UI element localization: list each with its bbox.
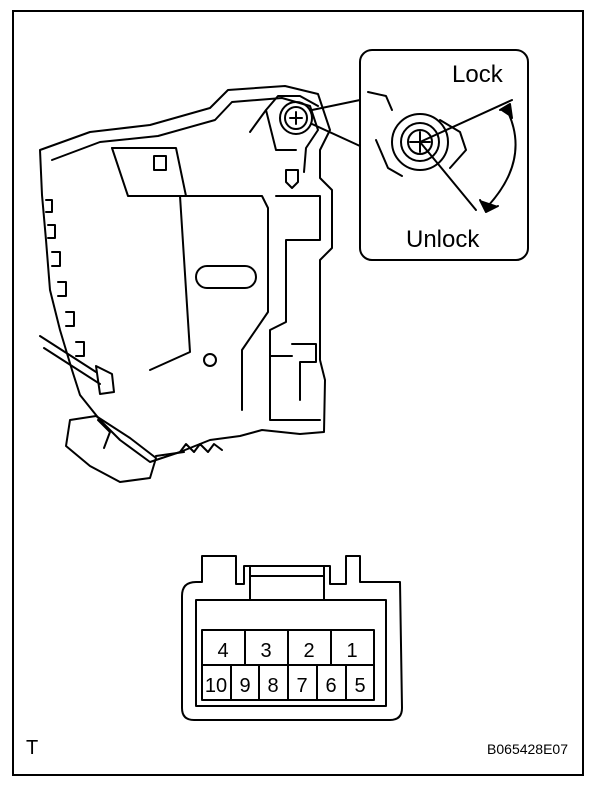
lock-housing-rim — [51, 97, 319, 173]
arrow-head-lock — [499, 103, 513, 119]
terminal-number: 3 — [260, 640, 271, 662]
rotation-arc — [487, 111, 517, 207]
connector-drawing — [181, 555, 403, 721]
control-cable — [39, 335, 101, 385]
terminal-number: 6 — [325, 675, 336, 697]
square-hole — [153, 155, 167, 171]
lock-position-line — [419, 99, 513, 143]
oval-slot — [195, 265, 257, 289]
figure-code: B065428E07 — [487, 741, 568, 757]
terminal-number: 9 — [239, 675, 250, 697]
inset-leader — [311, 99, 361, 147]
connector-inner — [195, 599, 387, 707]
terminal-number: 7 — [296, 675, 307, 697]
terminal-number: 5 — [354, 675, 365, 697]
mounting-plate-lower — [111, 147, 191, 371]
figure-frame — [12, 10, 584, 776]
connector-tab — [249, 565, 325, 601]
lock-housing-outline — [39, 85, 333, 463]
bottom-teeth — [179, 443, 223, 453]
connector-terminal-numbers: 4 3 2 1 10 9 8 7 6 5 — [205, 640, 366, 697]
terminal-grid-lines — [201, 629, 375, 701]
connector-housing — [181, 555, 403, 721]
door-lock-assembly — [39, 85, 333, 483]
terminal-number: 8 — [267, 675, 278, 697]
pentagon-hole — [285, 169, 299, 189]
terminal-number: 1 — [346, 640, 357, 662]
screw-bracket — [249, 95, 319, 151]
screw-head — [279, 101, 313, 135]
serrated-edge — [45, 199, 85, 357]
inset-box — [359, 49, 529, 261]
lock-lever — [65, 415, 157, 483]
terminal-number: 4 — [217, 640, 228, 662]
lock-label: Lock — [452, 61, 504, 88]
mounting-plate — [111, 147, 269, 411]
cable-end — [95, 365, 115, 395]
arrow-head-unlock — [479, 199, 499, 213]
corner-mark: T — [26, 737, 38, 759]
terminal-number: 10 — [205, 675, 227, 697]
mounting-hole — [203, 353, 217, 367]
unlock-label: Unlock — [406, 226, 480, 253]
terminal-number: 2 — [303, 640, 314, 662]
unlock-position-line — [419, 141, 477, 211]
inset-screw — [367, 91, 467, 177]
motor-box-detail — [269, 343, 317, 401]
motor-box — [269, 195, 321, 421]
